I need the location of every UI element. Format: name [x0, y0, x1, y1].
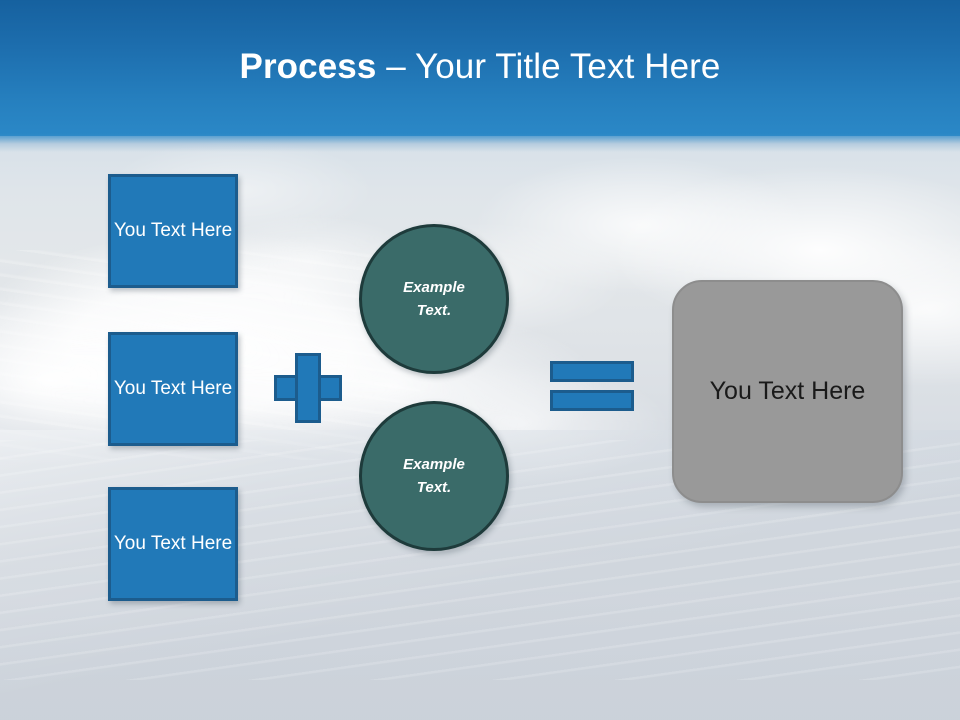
input-box-3-label: You Text Here — [113, 533, 233, 555]
process-circle-2-line1: Example — [403, 455, 465, 473]
input-box-1-label: You Text Here — [113, 220, 233, 242]
title-banner — [0, 0, 960, 152]
result-box-label: You Text Here — [709, 377, 866, 405]
plus-icon — [274, 353, 342, 423]
page-title-rest: Your Title Text Here — [415, 47, 721, 86]
plus-icon-center-fill — [298, 378, 318, 398]
page-title-separator: – — [376, 47, 415, 86]
page-title-emphasis: Process — [239, 47, 377, 86]
input-box-1[interactable]: You Text Here — [108, 174, 238, 288]
page-title: Process – Your Title Text Here — [0, 47, 960, 87]
process-circle-2[interactable]: Example Text. — [359, 401, 509, 551]
equals-icon-top-bar — [550, 361, 634, 382]
equals-icon — [550, 361, 634, 411]
equals-icon-bottom-bar — [550, 390, 634, 411]
input-box-2-label: You Text Here — [113, 378, 233, 400]
input-box-2[interactable]: You Text Here — [108, 332, 238, 446]
result-box[interactable]: You Text Here — [672, 280, 903, 503]
process-circle-1-line1: Example — [403, 278, 465, 296]
process-circle-1-line2: Text. — [416, 302, 452, 319]
process-circle-1[interactable]: Example Text. — [359, 224, 509, 374]
process-circle-2-line2: Text. — [416, 479, 452, 496]
input-box-3[interactable]: You Text Here — [108, 487, 238, 601]
